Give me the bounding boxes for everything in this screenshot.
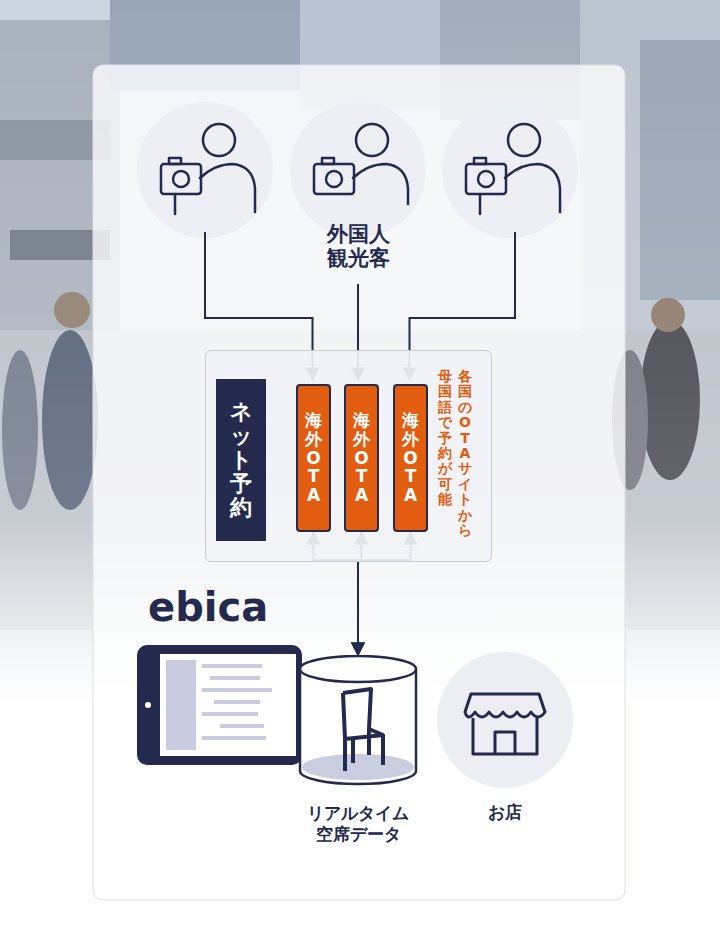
box-label: ネット予約 <box>230 400 252 521</box>
text-line: 観光客 <box>288 246 428 270</box>
booking-group: 各国のOTAサイトから母国語で予約が可能 ネット予約 海外OTA 海外OTA 海外OTA <box>205 350 492 562</box>
text-line: リアルタイム <box>279 803 437 824</box>
person-camera-icons <box>161 124 560 214</box>
tablet-icon <box>137 645 302 765</box>
shop-icon <box>465 694 545 754</box>
icon-circle <box>290 102 426 238</box>
cylinder-shape <box>283 655 433 790</box>
ota-bar: 海外OTA <box>393 384 428 532</box>
text-line: 各国のOTAサイトから <box>458 369 472 538</box>
node-caption: お店 <box>433 802 577 823</box>
cylinder-floor <box>302 754 414 780</box>
icon-circle <box>437 652 573 788</box>
text-line: 母国語で予約が可能 <box>438 369 452 538</box>
ota-label: 海外OTA <box>402 411 419 504</box>
text-line: 空席データ <box>279 824 437 845</box>
chair-icon <box>343 689 383 771</box>
tourist-icon <box>137 102 578 238</box>
ota-bar: 海外OTA <box>344 384 379 532</box>
person-camera <box>161 124 255 214</box>
icon-circle <box>137 102 273 238</box>
seat-database: リアルタイム空席データ <box>279 655 437 855</box>
ota-bar: 海外OTA <box>296 384 331 532</box>
net-booking-box: ネット予約 <box>216 379 266 541</box>
panel <box>93 65 625 900</box>
node-caption: リアルタイム空席データ <box>279 803 437 846</box>
shop-circle <box>437 652 573 788</box>
shop-node: お店 <box>433 652 577 832</box>
logo-text: ebica <box>148 584 328 630</box>
icon-circle <box>442 102 578 238</box>
text-line: 外国人 <box>288 222 428 246</box>
ota-label: 海外OTA <box>305 411 322 504</box>
cylinder-body <box>300 669 416 784</box>
tourist-label: 外国人観光客 <box>288 222 428 270</box>
person-camera <box>466 124 560 214</box>
ota-label: 海外OTA <box>353 411 370 504</box>
cylinder-top <box>300 656 416 682</box>
person-camera <box>314 124 408 204</box>
note-text: 各国のOTAサイトから母国語で予約が可能 <box>438 369 472 538</box>
text-line: お店 <box>433 802 577 823</box>
